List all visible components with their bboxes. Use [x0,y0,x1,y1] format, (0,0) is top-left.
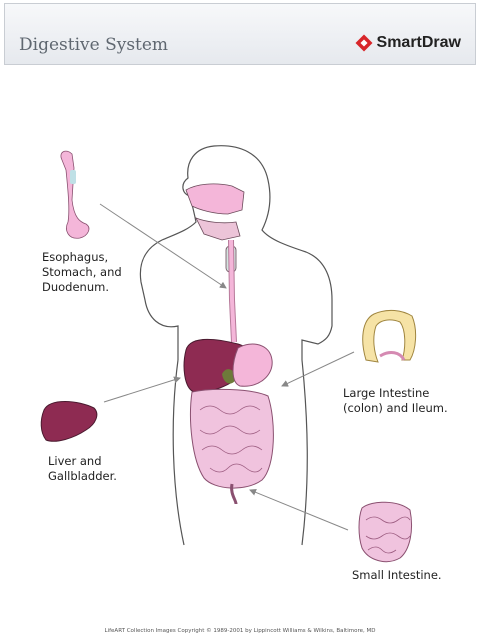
esophagus-inner [229,239,236,343]
smartdraw-diamond-logo-icon [355,34,373,52]
liver-thumbnail [40,401,98,442]
large-intestine-label: Large Intestine (colon) and Ileum. [343,386,448,415]
brand: SmartDraw [355,34,461,52]
nasal-cavity [185,183,245,215]
liver-label: Liver and Gallbladder. [48,454,117,483]
intestine-folds [199,405,263,473]
diagram-canvas [0,66,480,640]
intestines [190,388,274,489]
brand-name: SmartDraw [376,34,461,51]
diagram-svg [40,145,417,563]
esophagus-stomach-thumbnail [60,150,90,239]
arrow-liver [103,376,181,403]
arrow-small-intestine [249,489,349,531]
arrow-large-intestine [281,351,355,387]
ileum-thumbnail [379,351,406,361]
large-intestine-thumbnail [362,309,417,363]
body-outline [139,145,333,546]
body-outline-left-side [172,359,185,546]
arrow-esophagus [99,203,227,289]
rectum [230,483,238,505]
page-title: Digestive System [19,35,169,55]
small-intestine-label: Small Intestine. [352,568,442,582]
oral-cavity [195,217,241,241]
copyright-footer: LifeART Collection Images Copyright © 19… [104,628,376,634]
esophagus-thumbnail-trachea [70,170,76,184]
stomach [232,343,273,387]
esophagus-label: Esophagus, Stomach, and Duodenum. [42,250,122,294]
gallbladder [222,369,236,384]
header-bar: Digestive System SmartDraw [4,3,476,65]
small-intestine-thumbnail-folds [365,516,411,554]
